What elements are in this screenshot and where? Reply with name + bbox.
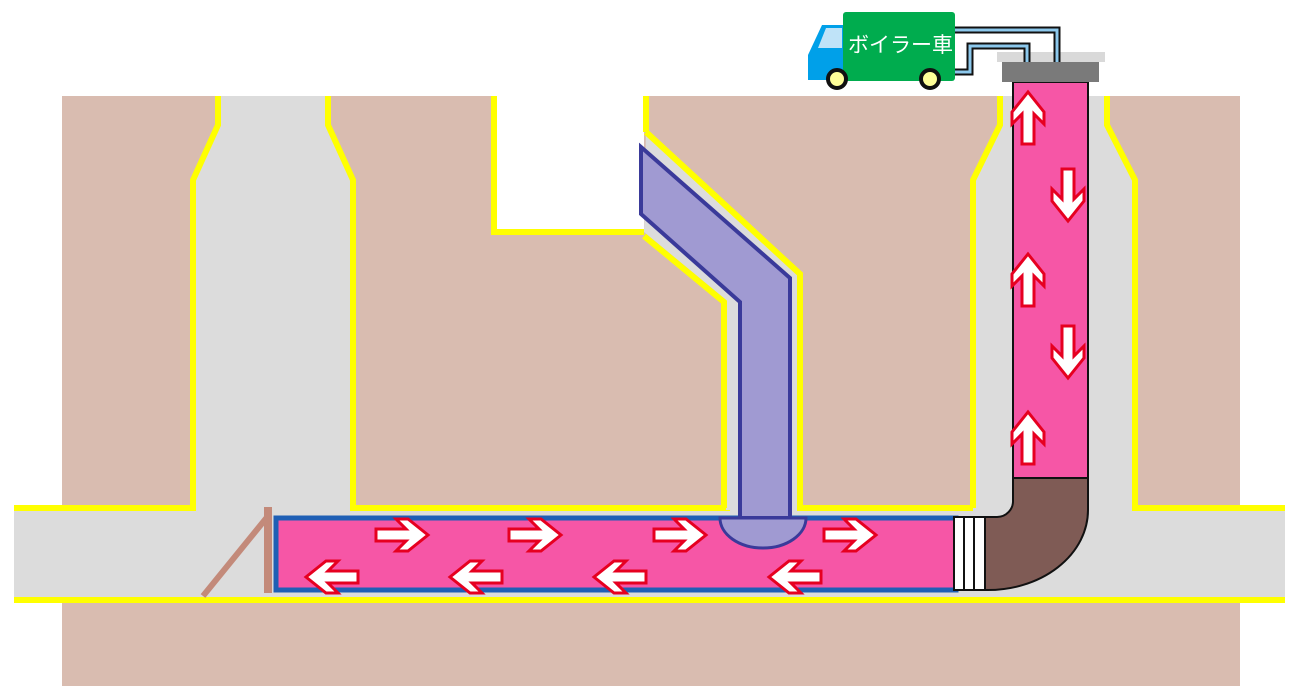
truck-body [843,12,955,81]
liner-support-diagonal [200,514,271,598]
truck-wheel-rear [919,68,941,90]
trench-outline [491,96,649,235]
hose-inner-fill [952,44,1029,74]
liner-support-post [264,507,272,593]
manhole-cap-rim [997,52,1105,62]
truck-window [818,28,842,48]
lateral-pipe-joint [718,516,808,550]
boiler-truck: ボイラー車 [808,12,955,90]
open-trench [494,90,644,232]
manhole-outline-right [970,96,1285,511]
pipe-coupling [953,516,986,591]
truck-label: ボイラー車 [848,33,953,57]
lateral-shaft-outline [642,129,973,511]
truck-wheel-front [826,68,848,90]
hose-outer-fill [952,28,1059,62]
manhole-cap [1002,62,1099,82]
manhole-outline-left [14,96,730,511]
pipe-elbow [984,477,1089,592]
manhole-shaft-left [193,96,353,510]
